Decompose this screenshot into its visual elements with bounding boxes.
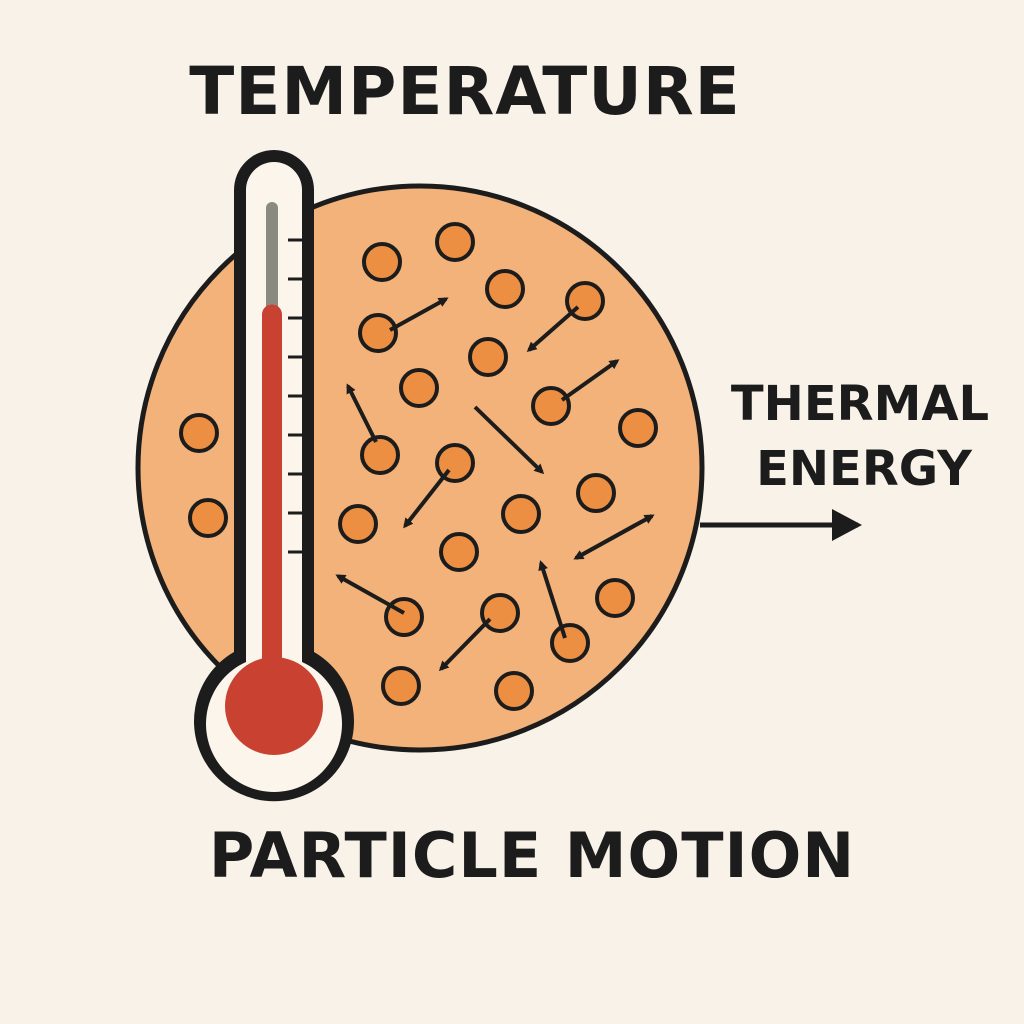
particles-group: [179, 222, 658, 711]
motion-arrow-icon: [526, 305, 580, 352]
particle-icon: [435, 222, 475, 262]
particle-icon: [179, 413, 219, 453]
particle-icon: [494, 671, 534, 711]
particle-icon: [338, 504, 378, 544]
particle-icon: [439, 532, 479, 572]
particle-icon: [501, 494, 541, 534]
motion-arrow-icon: [473, 405, 545, 475]
motion-arrow-icon: [573, 514, 653, 560]
particle-icon: [480, 593, 520, 633]
particle-icon: [595, 578, 635, 618]
particle-icon: [485, 269, 525, 309]
mercury-bulb: [225, 657, 323, 755]
particle-icon: [531, 386, 571, 426]
particle-icon: [618, 408, 658, 448]
particle-icon: [399, 368, 439, 408]
motion-arrow-icon: [346, 383, 378, 443]
particle-icon: [188, 498, 228, 538]
particle-icon: [360, 435, 400, 475]
particle-icon: [550, 623, 590, 663]
motion-arrow-icon: [560, 359, 620, 402]
thermometer-ticks: [288, 238, 302, 554]
particle-icon: [468, 337, 508, 377]
particle-icon: [381, 666, 421, 706]
motion-arrow-icon: [438, 617, 492, 672]
motion-arrows-group: [335, 297, 655, 672]
thermal-label: THERMAL: [731, 376, 989, 432]
particle-icon: [358, 313, 398, 353]
particle-icon: [576, 473, 616, 513]
energy-label: ENERGY: [756, 441, 973, 497]
motion-arrow-icon: [403, 468, 451, 529]
motion-arrow-icon: [389, 297, 449, 332]
particle-icon: [362, 242, 402, 282]
motion-arrow-icon: [538, 560, 567, 639]
mercury-column: [262, 304, 282, 706]
thermometer-icon: [193, 150, 354, 802]
particle-motion-label: PARTICLE MOTION: [209, 819, 855, 892]
motion-arrow-icon: [335, 574, 405, 615]
title-text: TEMPERATURE: [189, 53, 741, 130]
